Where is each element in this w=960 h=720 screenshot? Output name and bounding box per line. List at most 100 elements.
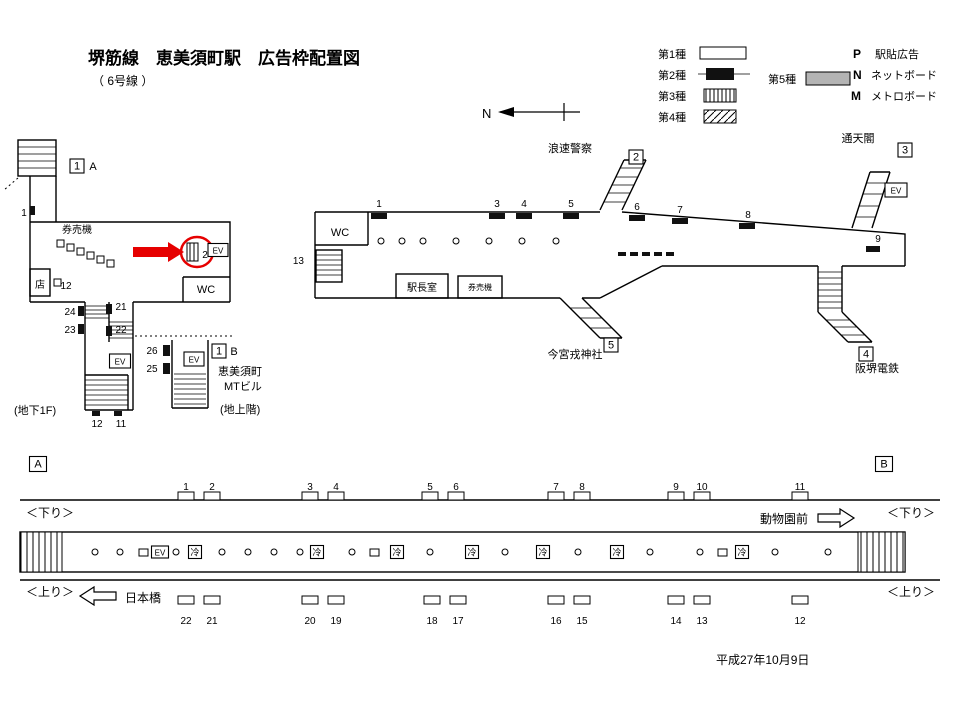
exit-4-number: 4 xyxy=(863,349,869,361)
ad-no-21: 21 xyxy=(115,302,127,313)
exit-1a-number: 1 xyxy=(74,161,80,173)
exit-1a-letter: A xyxy=(89,161,97,173)
cooling-unit: 冷 xyxy=(612,547,621,558)
ad-no-11: 11 xyxy=(116,419,127,430)
stairs-13 xyxy=(315,249,343,283)
cooling-unit: 冷 xyxy=(392,547,401,558)
ad-no-1: 1 xyxy=(21,208,27,219)
ticket-machine-icons xyxy=(53,239,115,287)
legend-code-n-label: ネットボード xyxy=(871,69,937,82)
hankai-stair-treads xyxy=(826,319,865,336)
ad-no-12: 12 xyxy=(60,281,72,292)
imamiya-ebisu-shrine-label: 今宮戎神社 xyxy=(548,347,603,361)
wc-label: WC xyxy=(197,284,215,296)
legend-code-n: N xyxy=(853,68,862,82)
ad-no-bottom: 15 xyxy=(576,616,588,627)
mt-building-name-line1: 恵美須町 xyxy=(218,364,262,378)
next-station-nippombashi: 日本橋 xyxy=(125,591,161,605)
stairs-topleft xyxy=(17,139,57,177)
ad-no-24: 24 xyxy=(64,307,76,318)
ad-no-bottom: 12 xyxy=(794,616,806,627)
legend-type5-swatch xyxy=(805,71,851,86)
cooling-unit: 冷 xyxy=(737,547,746,558)
shop-room xyxy=(29,268,51,297)
cooling-unit-box xyxy=(734,544,750,560)
elevator-label-box xyxy=(884,182,908,198)
wc-room-walls xyxy=(315,212,369,246)
legend-type4-swatch xyxy=(703,109,737,124)
ad-no-23: 23 xyxy=(64,325,76,336)
legend-code-m-label: メトロボード xyxy=(871,90,937,103)
cooling-unit-box xyxy=(535,544,551,560)
ad-mark-1 xyxy=(30,206,35,215)
elevator-label-box xyxy=(183,351,205,367)
ad-no-bottom: 16 xyxy=(550,616,562,627)
ad-no-7: 7 xyxy=(677,205,683,216)
exit-3-number: 3 xyxy=(902,145,908,157)
exit-1b-number: 1 xyxy=(216,346,222,358)
cooling-unit-box xyxy=(309,544,325,560)
section-b-marker: B xyxy=(880,459,887,471)
exit-5-number: 5 xyxy=(608,340,614,352)
ad-mark-23 xyxy=(78,324,84,334)
ad-no-top: 11 xyxy=(795,482,806,493)
legend-type5-label: 第5種 xyxy=(768,72,796,86)
ad-no-top: 3 xyxy=(307,482,313,493)
ad-no-2-highlighted: 2 xyxy=(202,250,208,261)
direction-arrow-right-icon xyxy=(817,507,856,529)
right-stair-treads xyxy=(818,271,842,309)
legend-code-p-label: 駅貼広告 xyxy=(875,47,919,61)
shop-label: 店 xyxy=(35,278,45,291)
right-stair-shaft xyxy=(817,266,843,312)
section-a-marker: A xyxy=(34,459,42,471)
ad-no-4: 4 xyxy=(521,199,527,210)
ad-no-3: 3 xyxy=(494,199,500,210)
ad-mark-21 xyxy=(106,304,112,314)
exit-2-number: 2 xyxy=(633,152,639,164)
pillar-icons xyxy=(377,237,560,245)
ticket-machines-label: 券売機 xyxy=(468,282,492,292)
mt-building-name-line2: MTビル xyxy=(224,380,262,393)
ad-no-25: 25 xyxy=(146,364,158,375)
cooling-unit-box xyxy=(609,544,625,560)
legend-code-p: P xyxy=(853,47,861,61)
tsutenkaku-stair-treads xyxy=(856,182,886,218)
ad-no-top: 5 xyxy=(427,482,433,493)
ad-no-12b: 12 xyxy=(91,419,103,430)
top-ad-panels xyxy=(177,491,809,501)
exit-3-number-box xyxy=(897,142,913,158)
ad-position-2-type3 xyxy=(186,242,199,262)
page-subtitle: （ 6号線 ） xyxy=(92,73,153,88)
ad-no-bottom: 18 xyxy=(426,616,438,627)
cooling-unit-box xyxy=(187,544,203,560)
exit-1a-number-box xyxy=(69,158,85,174)
ticket-machine-room xyxy=(457,275,503,299)
cooling-unit-box xyxy=(389,544,405,560)
compass-n-label: N xyxy=(482,106,491,121)
legend-type2-label: 第2種 xyxy=(658,68,686,82)
legend-type2-swatch xyxy=(706,68,734,80)
imamiya-stair-treads xyxy=(570,307,612,329)
cooling-unit: 冷 xyxy=(190,547,199,558)
ad-no-6: 6 xyxy=(634,202,640,213)
corridor-stair-treads xyxy=(85,305,133,339)
stairs-13-treads xyxy=(316,254,342,276)
ad-no-top: 10 xyxy=(696,482,708,493)
up-line-right: ＜上り＞ xyxy=(887,585,935,599)
legend-code-m: M xyxy=(851,89,861,103)
elevator-label-box xyxy=(108,353,132,369)
ad-no-top: 6 xyxy=(453,482,459,493)
ad-no-bottom: 17 xyxy=(452,616,464,627)
ad-no-bottom: 19 xyxy=(330,616,342,627)
ad-no-top: 9 xyxy=(673,482,679,493)
ad-no-13: 13 xyxy=(293,256,305,267)
ad-no-top: 4 xyxy=(333,482,339,493)
ad-no-top: 8 xyxy=(579,482,585,493)
ad-mark-11 xyxy=(114,411,122,416)
